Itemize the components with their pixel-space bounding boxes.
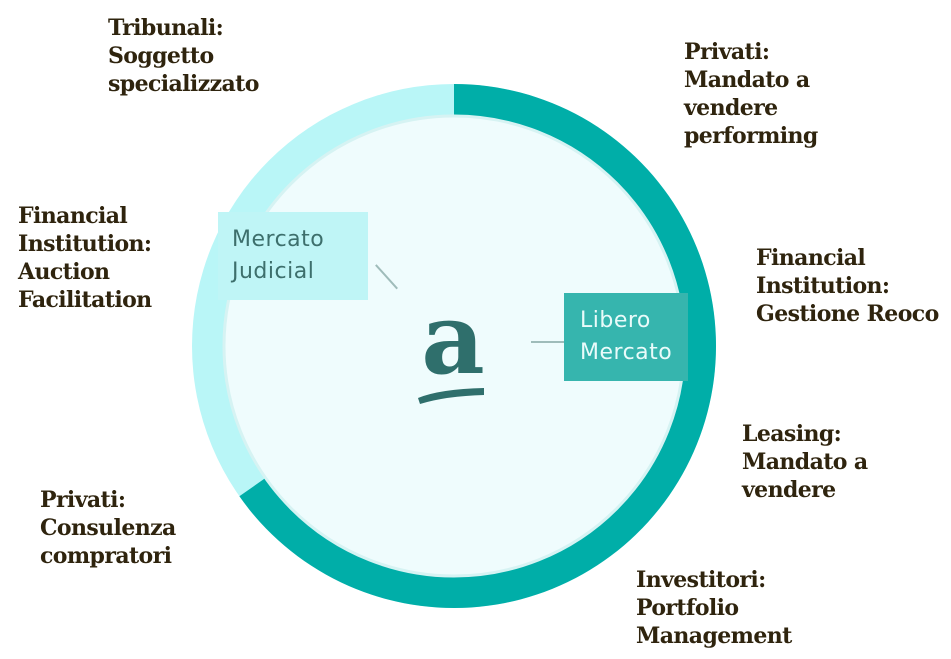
- label-privati-top-head: Privati:: [684, 39, 770, 65]
- label-fin-right-body1: Gestione Reoco: [756, 301, 939, 327]
- label-tribunali-head: Tribunali:: [108, 15, 224, 41]
- label-fin-right-head1: Financial: [756, 245, 866, 271]
- label-privati-top-body3: performing: [684, 123, 818, 149]
- libero-mercato-line2: Mercato: [580, 340, 673, 365]
- label-fin-left-body1: Auction: [18, 259, 110, 285]
- mercato-judicial-line2: Judicial: [232, 259, 315, 284]
- label-fin-left-head1: Financial: [18, 203, 128, 229]
- label-privati-bottom-body2: compratori: [40, 543, 172, 569]
- mercato-judicial-box: Mercato Judicial: [218, 212, 368, 300]
- label-privati-top-body1: Mandato a: [684, 67, 810, 93]
- brand-logo-icon: a: [418, 282, 485, 404]
- libero-mercato-box: Libero Mercato: [564, 293, 688, 381]
- libero-mercato-line1: Libero: [580, 308, 651, 333]
- label-investitori-body2: Management: [636, 623, 792, 649]
- label-privati-bottom: Privati: Consulenza compratori: [40, 486, 176, 570]
- label-investitori-head: Investitori:: [636, 567, 766, 593]
- label-fin-left-body2: Facilitation: [18, 287, 152, 313]
- label-leasing-body1: Mandato a: [742, 449, 868, 475]
- label-tribunali-body2: specializzato: [108, 71, 259, 97]
- label-tribunali: Tribunali: Soggetto specializzato: [108, 14, 259, 98]
- label-investitori-body1: Portfolio: [636, 595, 739, 621]
- connector-libero: [531, 341, 565, 343]
- label-privati-top-body2: vendere: [684, 95, 778, 121]
- label-leasing-body2: vendere: [742, 477, 836, 503]
- label-financial-institution-right: Financial Institution: Gestione Reoco: [756, 244, 939, 328]
- mercato-judicial-line1: Mercato: [232, 227, 325, 252]
- label-privati-bottom-head: Privati:: [40, 487, 126, 513]
- label-tribunali-body1: Soggetto: [108, 43, 214, 69]
- label-fin-right-head2: Institution:: [756, 273, 890, 299]
- label-fin-left-head2: Institution:: [18, 231, 152, 257]
- label-investitori: Investitori: Portfolio Management: [636, 566, 792, 650]
- label-leasing: Leasing: Mandato a vendere: [742, 420, 868, 504]
- label-leasing-head: Leasing:: [742, 421, 842, 447]
- label-financial-institution-left: Financial Institution: Auction Facilitat…: [18, 202, 152, 314]
- svg-text:a: a: [421, 282, 485, 397]
- label-privati-top: Privati: Mandato a vendere performing: [684, 38, 818, 150]
- label-privati-bottom-body1: Consulenza: [40, 515, 176, 541]
